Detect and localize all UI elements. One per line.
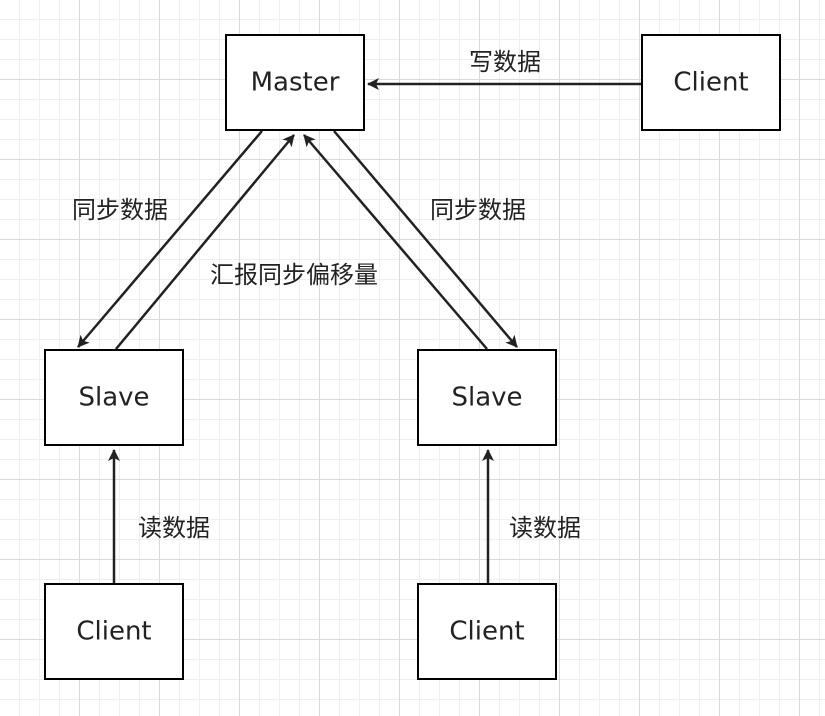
node-slave-right: Slave: [417, 349, 557, 446]
node-client-reader-right: Client: [417, 583, 557, 680]
edge-report-offset-arrow: [115, 134, 295, 350]
edge-label-sync-right: 同步数据: [430, 196, 526, 224]
node-slave-left-label: Slave: [78, 383, 149, 413]
node-client-writer: Client: [641, 34, 781, 131]
node-client-reader-right-label: Client: [449, 617, 524, 647]
edge-label-report-offset: 汇报同步偏移量: [210, 261, 378, 289]
edge-sync-left-arrow: [77, 130, 263, 348]
edge-label-write: 写数据: [469, 48, 541, 76]
edge-report-offset-right-arrow: [303, 134, 488, 350]
node-master-label: Master: [251, 68, 340, 98]
edge-label-read-left: 读数据: [138, 514, 210, 542]
edge-label-sync-left: 同步数据: [72, 196, 168, 224]
node-client-reader-left: Client: [44, 583, 184, 680]
edge-label-read-right: 读数据: [509, 514, 581, 542]
node-client-reader-left-label: Client: [76, 617, 151, 647]
node-client-writer-label: Client: [673, 68, 748, 98]
node-slave-left: Slave: [44, 349, 184, 446]
edge-sync-right-arrow: [333, 130, 518, 348]
node-slave-right-label: Slave: [451, 383, 522, 413]
node-master: Master: [225, 34, 365, 131]
